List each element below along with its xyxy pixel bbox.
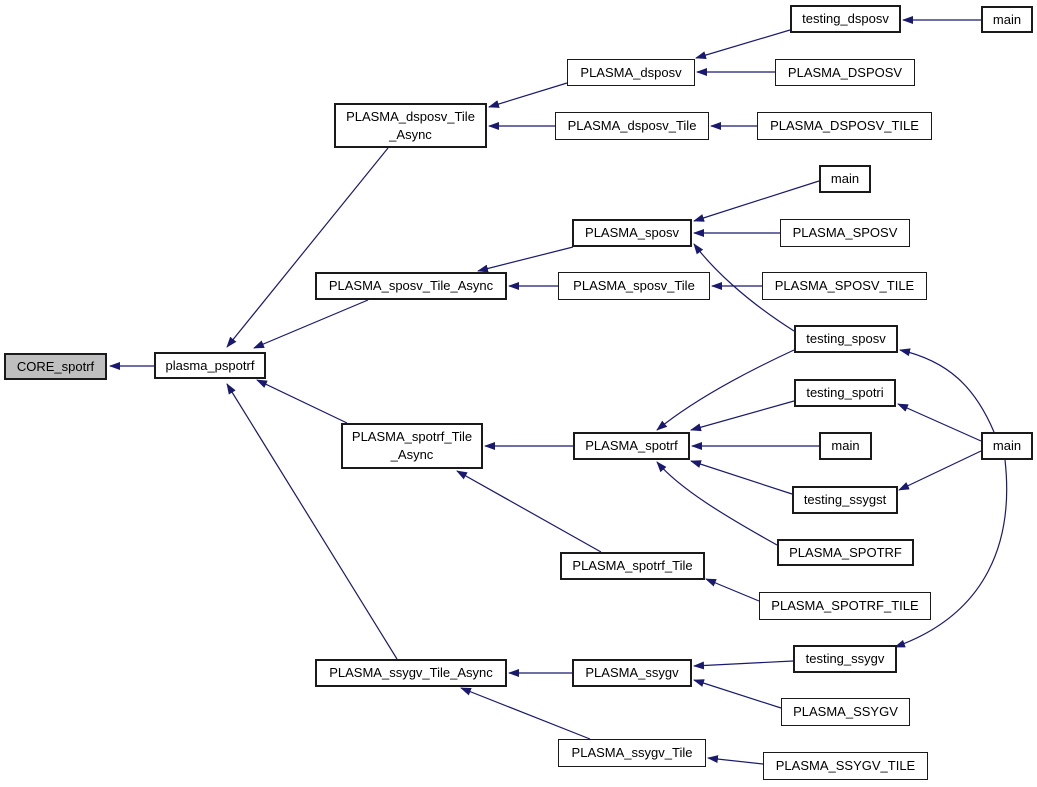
edge-main_right-to-testing_sposv <box>899 348 995 433</box>
node-plasma_spotrf_tile[interactable]: PLASMA_spotrf_Tile <box>560 552 705 580</box>
node-plasma_ssygv_tile_caps[interactable]: PLASMA_SSYGV_TILE <box>763 752 928 780</box>
node-main_right[interactable]: main <box>981 432 1033 460</box>
edge-testing_ssygst-to-plasma_spotrf <box>690 460 793 495</box>
node-plasma_ssygv_tile_async[interactable]: PLASMA_ssygv_Tile_Async <box>315 659 507 687</box>
node-plasma_sposv_tile_caps[interactable]: PLASMA_SPOSV_TILE <box>762 272 927 300</box>
edge-plasma_sposv_tile_async-to-plasma_pspotrf <box>253 299 369 349</box>
node-testing_dsposv[interactable]: testing_dsposv <box>790 5 901 33</box>
edge-plasma_spotrf_tile_caps-to-plasma_spotrf_tile <box>705 578 760 602</box>
node-plasma_ssygv_tile[interactable]: PLASMA_ssygv_Tile <box>558 739 706 767</box>
edge-plasma_spotrf_tile-to-plasma_spotrf_tile_async <box>456 470 602 553</box>
node-plasma_dsposv_tile_async[interactable]: PLASMA_dsposv_Tile _Async <box>334 103 487 148</box>
edge-main_right-to-testing_ssygst <box>898 450 982 491</box>
node-plasma_dsposv[interactable]: PLASMA_dsposv <box>567 59 695 86</box>
node-plasma_sposv_tile[interactable]: PLASMA_sposv_Tile <box>558 272 710 300</box>
node-plasma_spotrf_tile_async[interactable]: PLASMA_spotrf_Tile _Async <box>341 423 483 469</box>
edge-plasma_sposv-to-plasma_sposv_tile_async <box>477 246 574 273</box>
edge-plasma_dsposv_tile_async-to-plasma_pspotrf <box>226 147 389 348</box>
edge-plasma_ssygv_tile_async-to-plasma_pspotrf <box>226 383 398 660</box>
node-plasma_dsposv_caps[interactable]: PLASMA_DSPOSV <box>775 59 915 86</box>
node-plasma_spotrf[interactable]: PLASMA_spotrf <box>573 432 690 460</box>
node-testing_ssygst[interactable]: testing_ssygst <box>792 486 898 514</box>
edge-plasma_ssygv_tile-to-plasma_ssygv_tile_async <box>460 687 591 740</box>
edge-plasma_spotrf_caps-to-plasma_spotrf <box>656 461 778 546</box>
node-plasma_sposv_caps[interactable]: PLASMA_SPOSV <box>780 219 910 247</box>
node-core_spotrf: CORE_spotrf <box>4 353 107 380</box>
edge-plasma_spotrf_tile_async-to-plasma_pspotrf <box>256 379 348 424</box>
node-plasma_pspotrf[interactable]: plasma_pspotrf <box>154 352 266 379</box>
node-testing_sposv[interactable]: testing_sposv <box>794 325 898 353</box>
edge-testing_ssygv-to-plasma_ssygv <box>693 660 794 670</box>
node-plasma_ssygv[interactable]: PLASMA_ssygv <box>572 659 692 687</box>
node-testing_ssygv[interactable]: testing_ssygv <box>793 645 897 673</box>
edge-plasma_ssygv_tile_caps-to-plasma_ssygv_tile <box>707 755 764 765</box>
node-plasma_spotrf_tile_caps[interactable]: PLASMA_SPOTRF_TILE <box>759 592 931 620</box>
edge-testing_sposv-to-plasma_spotrf <box>656 349 795 431</box>
node-plasma_ssygv_caps[interactable]: PLASMA_SSYGV <box>781 698 910 726</box>
edge-main_right-to-testing_ssygv <box>894 459 1008 648</box>
edge-main_right-to-testing_spotri <box>897 403 982 442</box>
edge-testing_spotri-to-plasma_spotrf <box>690 400 795 432</box>
edge-testing_sposv-to-plasma_sposv <box>693 243 795 332</box>
node-plasma_sposv[interactable]: PLASMA_sposv <box>572 219 692 247</box>
node-main_spotrf[interactable]: main <box>819 432 872 460</box>
node-plasma_dsposv_tile[interactable]: PLASMA_dsposv_Tile <box>555 112 709 140</box>
node-plasma_sposv_tile_async[interactable]: PLASMA_sposv_Tile_Async <box>315 272 507 300</box>
node-plasma_dsposv_tile_caps[interactable]: PLASMA_DSPOSV_TILE <box>757 112 932 140</box>
edge-testing_dsposv-to-plasma_dsposv <box>695 29 791 59</box>
edge-plasma_dsposv-to-plasma_dsposv_tile_async <box>488 82 568 108</box>
node-main_dsposv[interactable]: main <box>981 6 1033 33</box>
node-testing_spotri[interactable]: testing_spotri <box>794 379 896 407</box>
edge-plasma_ssygv_caps-to-plasma_ssygv <box>693 679 782 709</box>
edge-main_sposv-to-plasma_sposv <box>693 180 820 222</box>
node-plasma_spotrf_caps[interactable]: PLASMA_SPOTRF <box>777 539 914 566</box>
node-main_sposv[interactable]: main <box>819 165 871 193</box>
